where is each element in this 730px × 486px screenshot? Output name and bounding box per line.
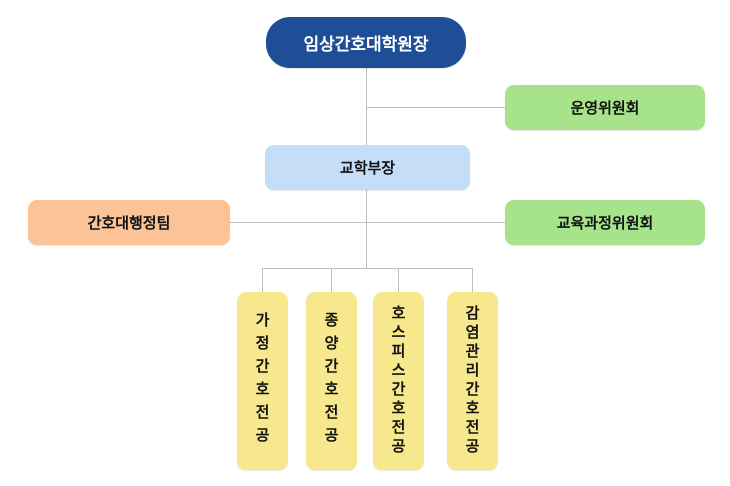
node-major-home-nursing-label: 가정간호전공 <box>253 312 271 450</box>
connector-to-operating-committee <box>366 107 505 108</box>
connector-admin-to-curriculum <box>230 222 505 223</box>
node-major-home-nursing: 가정간호전공 <box>237 292 288 470</box>
connector-majors-bus <box>262 268 473 269</box>
node-operating-committee-label: 운영위원회 <box>570 99 640 117</box>
connector-director-to-majors <box>366 190 367 268</box>
connector-drop-major-4 <box>472 268 473 292</box>
node-curriculum-committee: 교육과정위원회 <box>505 200 705 245</box>
node-major-hospice-nursing-label: 호스피스간호전공 <box>389 305 407 457</box>
node-major-hospice-nursing: 호스피스간호전공 <box>373 292 424 470</box>
node-operating-committee: 운영위원회 <box>505 85 705 130</box>
node-admin-team: 간호대행정팀 <box>28 200 230 245</box>
connector-drop-major-3 <box>398 268 399 292</box>
node-dean: 임상간호대학원장 <box>266 17 466 68</box>
node-major-infection-control-nursing: 감염관리간호전공 <box>447 292 498 470</box>
node-academic-director: 교학부장 <box>265 145 470 190</box>
connector-root-to-director <box>366 68 367 145</box>
node-major-oncology-nursing-label: 종양간호전공 <box>322 312 340 450</box>
connector-drop-major-1 <box>262 268 263 292</box>
node-academic-director-label: 교학부장 <box>339 159 396 177</box>
node-dean-label: 임상간호대학원장 <box>303 35 429 55</box>
node-major-infection-control-nursing-label: 감염관리간호전공 <box>463 305 481 457</box>
node-admin-team-label: 간호대행정팀 <box>87 214 171 232</box>
node-curriculum-committee-label: 교육과정위원회 <box>556 214 654 232</box>
node-major-oncology-nursing: 종양간호전공 <box>306 292 357 470</box>
connector-drop-major-2 <box>331 268 332 292</box>
